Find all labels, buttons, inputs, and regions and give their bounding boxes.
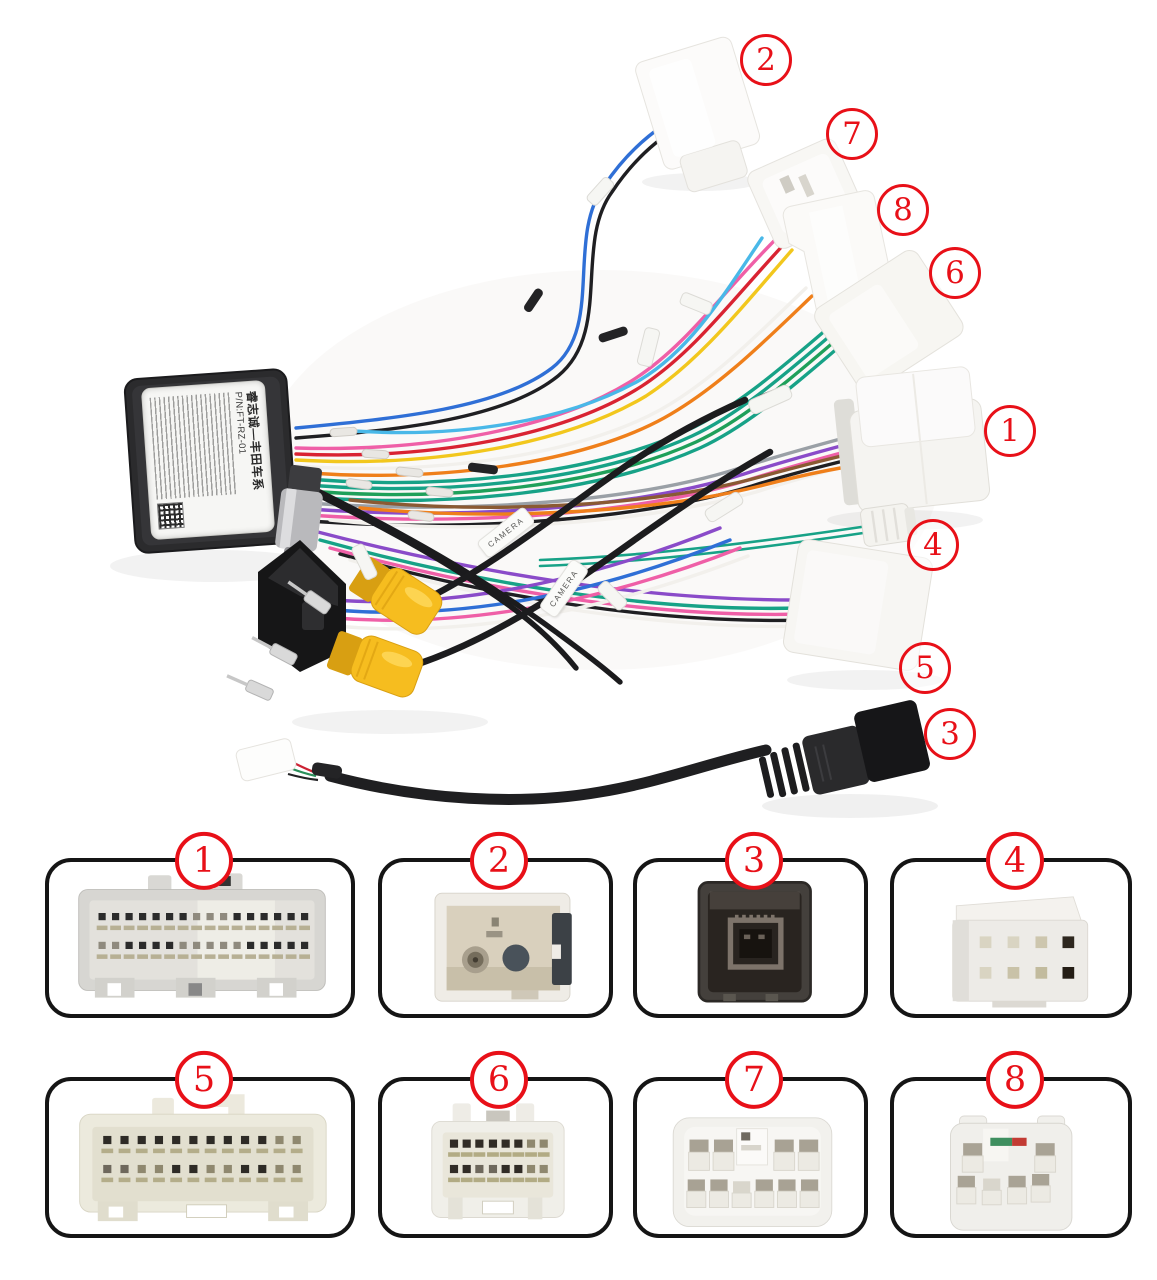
grid-cell-connector-4: 4	[890, 831, 1132, 1018]
grid-number-5: 5	[175, 1050, 233, 1109]
rca-metal-tips	[226, 580, 332, 701]
grid-number-text: 7	[742, 1059, 766, 1100]
label-fine-print	[149, 392, 237, 500]
callout-1: 1	[984, 405, 1036, 457]
callout-number: 8	[893, 191, 913, 228]
grid-number-text: 6	[487, 1059, 511, 1100]
device-label: 睿志诚—丰田车系 P/N:FT-RZ-01	[140, 379, 276, 541]
grid-number-4: 4	[986, 831, 1044, 890]
grid-number-text: 1	[192, 840, 216, 881]
callout-2: 2	[740, 34, 792, 86]
grid-cell-connector-6: 6	[378, 1050, 613, 1238]
connector-6	[814, 250, 964, 393]
connector-2	[635, 36, 761, 193]
grid-cell-connector-1: 1	[45, 831, 355, 1018]
device-label-content: 睿志诚—丰田车系 P/N:FT-RZ-01	[147, 386, 268, 533]
callout-number: 1	[1000, 412, 1020, 449]
connector-1-photo	[78, 873, 326, 998]
qr-code-icon	[156, 501, 185, 530]
grid-number-2: 2	[470, 831, 528, 890]
connector-1	[833, 366, 991, 513]
callout-6: 6	[929, 247, 981, 299]
callout-number: 5	[915, 649, 935, 686]
grid-number-7: 7	[725, 1050, 783, 1109]
grid-cell-connector-5: 5	[45, 1050, 355, 1238]
grid-number-text: 4	[1003, 840, 1027, 881]
connector-4-photo	[952, 896, 1089, 1008]
connector-7-photo	[672, 1117, 833, 1228]
grid-number-3: 3	[725, 831, 783, 890]
callout-4: 4	[907, 519, 959, 571]
grid-cell-connector-3: 3	[633, 831, 868, 1018]
connector-2-photo	[434, 892, 572, 1002]
grid-cell-connector-7: 7	[633, 1050, 868, 1238]
grid-number-text: 3	[742, 840, 766, 881]
camera-cable	[235, 738, 772, 805]
connector-6-photo	[431, 1103, 565, 1220]
connector-3	[758, 700, 930, 798]
grid-number-text: 5	[192, 1059, 216, 1100]
callout-number: 4	[923, 526, 943, 563]
grid-number-1: 1	[175, 831, 233, 890]
grid-cell-connector-8: 8	[890, 1050, 1132, 1238]
grid-number-6: 6	[470, 1050, 528, 1109]
rca-plug-video-2	[326, 631, 424, 698]
connector-8-photo	[950, 1115, 1073, 1231]
zip-ties	[351, 176, 793, 611]
grid-number-text: 2	[487, 840, 511, 881]
grid-number-text: 8	[1003, 1059, 1027, 1100]
callout-3: 3	[924, 708, 976, 760]
harness-photo: 睿志诚—丰田车系 P/N:FT-RZ-01 CAMERA CAMERA 2 7 …	[110, 34, 1036, 818]
grid-number-8: 8	[986, 1050, 1044, 1109]
callout-5: 5	[899, 642, 951, 694]
connector-5	[783, 539, 933, 671]
callout-number: 6	[945, 254, 965, 291]
connector-5-photo	[79, 1094, 327, 1222]
callout-7: 7	[826, 108, 878, 160]
grid-cell-connector-2: 2	[378, 831, 613, 1018]
callout-8: 8	[877, 184, 929, 236]
callout-number: 3	[940, 715, 960, 752]
callout-number: 7	[842, 115, 862, 152]
callout-number: 2	[756, 41, 776, 78]
